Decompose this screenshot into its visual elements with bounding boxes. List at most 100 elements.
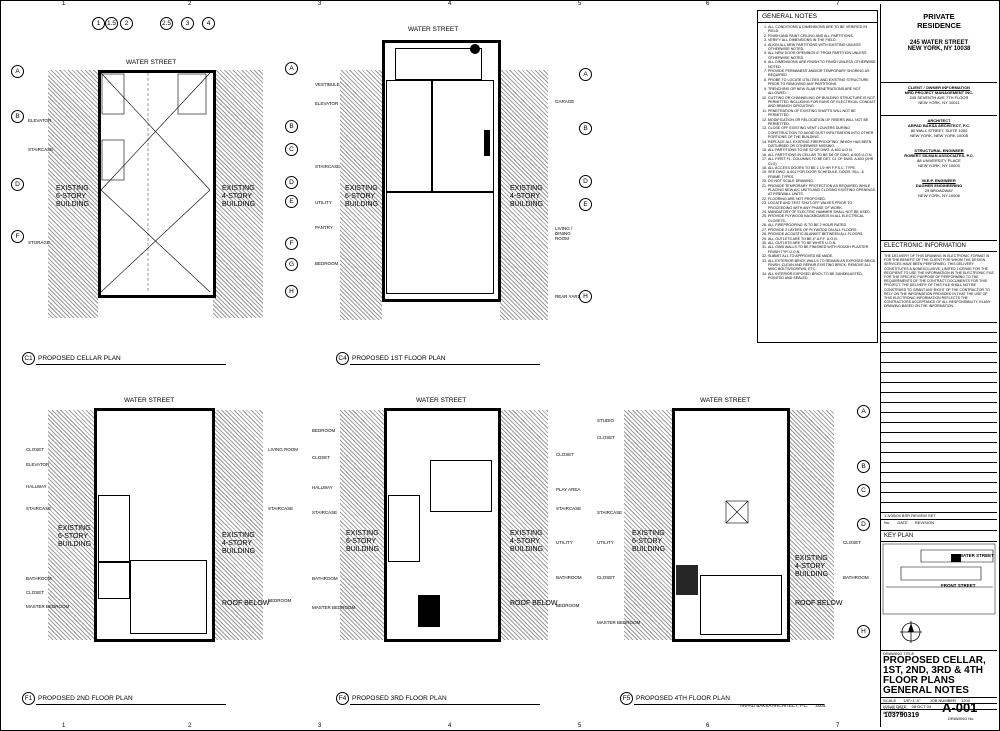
plan-tag-bubble: F4 <box>336 692 349 705</box>
row-grid-bubble: B <box>857 460 870 473</box>
room-label: PLAY AREA <box>556 487 581 492</box>
general-note-item: ALL ACCESS DOORS TO BE 1 1/2 HR F.P.S.C.… <box>768 166 877 170</box>
revision-date-label: DATE <box>897 520 908 525</box>
general-note-item: MANDATORY OF ELECTRIC HAMMER SHALL NOT B… <box>768 210 877 214</box>
general-notes-panel: GENERAL NOTES ALL CONDITIONS & DIMENSION… <box>757 10 878 343</box>
owner-name: MRD PROJECT MANAGEMENT INC. <box>904 90 974 95</box>
key-plan-street: WATER STREET <box>959 553 994 558</box>
revision-table-footer: 1 3/30/04 BSR REVIEW SET No. DATE REVISI… <box>881 512 997 527</box>
grid-number: 5 <box>578 723 582 729</box>
stair-core <box>98 495 130 562</box>
revision-entry: 1 3/30/04 BSR REVIEW SET <box>884 513 936 518</box>
room-label: BATHROOM <box>312 576 338 581</box>
room-label: LIVING ROOM <box>268 447 299 452</box>
row-grid-bubble: F <box>285 237 298 250</box>
key-plan-block: KEY PLAN WATER STREET FRONT STREET <box>881 530 997 651</box>
plan-title-text: PROPOSED 3RD FLOOR PLAN <box>352 695 447 702</box>
revision-no-label: No. <box>884 520 891 525</box>
room-label: HALLWAY <box>26 484 47 489</box>
row-grid-bubble: E <box>579 198 592 211</box>
mep-address: 29 BROADWAY <box>924 188 954 193</box>
firm-stamp-year: 2004 <box>815 703 826 708</box>
existing-building-label: EXISTING 4-STORY BUILDING <box>510 185 544 208</box>
street-label: WATER STREET <box>124 397 175 404</box>
row-grid-bubble: A <box>11 65 24 78</box>
title-block: PRIVATE RESIDENCE 245 WATER STREET NEW Y… <box>880 4 997 727</box>
room-label: ELEVATOR <box>315 101 339 106</box>
room-label: STAIRCASE <box>597 510 623 515</box>
plan-tag-bubble: F5 <box>620 692 633 705</box>
electronic-info-heading: ELECTRONIC INFORMATION <box>881 241 997 252</box>
general-notes-heading: GENERAL NOTES <box>758 11 877 23</box>
drawing-title-label: DRAWING TITLE <box>883 651 915 656</box>
row-grid-bubble: H <box>579 290 592 303</box>
key-plan-map <box>882 543 996 643</box>
mep-address: NEW YORK, NY 10006 <box>918 193 960 198</box>
general-note-item: SEE DWG. A-601 FOR DOOR SCHEDULE, DOOR, … <box>768 170 877 179</box>
existing-building-label: EXISTING 6-STORY BUILDING <box>56 185 90 208</box>
structural-name: ROBERT SILMAN ASSOCIATES, P.C. <box>904 153 974 158</box>
skylight-mark <box>725 500 749 524</box>
row-grid-bubble: F <box>11 230 24 243</box>
project-address-1: 245 WATER STREET <box>909 40 969 46</box>
consultants-block: CLIENT / OWNER INFORMATION MRD PROJECT M… <box>881 82 997 243</box>
stair-core <box>388 495 420 562</box>
mep-name: DAGHER ENGINEERING <box>915 183 963 188</box>
stair-core <box>676 565 698 595</box>
room-label: STUDIO <box>597 418 615 423</box>
room-label: CLOSET <box>26 590 45 595</box>
bedroom <box>430 460 492 512</box>
existing-building-hatch <box>340 410 384 640</box>
general-note-item: ALL PARTITIONS TO BE S2 OF DWG. A-603 U.… <box>768 148 877 152</box>
room-label: MASTER BEDROOM <box>597 620 641 625</box>
general-note-item: SUBMIT ALL TO APPROVED BE MADE. <box>768 254 877 258</box>
row-grid-bubble: D <box>857 518 870 531</box>
row-grid-bubble: C <box>285 143 298 156</box>
column-grid-bubble: 1.5 <box>105 17 118 30</box>
owner-label: CLIENT / OWNER INFORMATION <box>907 85 971 90</box>
row-grid-bubble: B <box>579 122 592 135</box>
general-notes-list: ALL CONDITIONS & DIMENSIONS ARE TO BE VE… <box>758 25 877 281</box>
general-note-item: ALL CONDITIONS & DIMENSIONS ARE TO BE VE… <box>768 25 877 34</box>
scale-value: 1/8"=1'-0" <box>903 698 921 703</box>
fourth-floor-outline <box>672 408 790 642</box>
room-label: GARAGE <box>555 99 575 104</box>
room-label: STORAGE <box>28 240 50 245</box>
drawing-number-label: DRAWING No. <box>948 716 975 721</box>
plan-title-text: PROPOSED CELLAR PLAN <box>38 355 121 362</box>
room-label: UTILITY <box>556 540 573 545</box>
street-label: WATER STREET <box>126 59 177 66</box>
row-grid-bubble: H <box>285 285 298 298</box>
grid-number: 3 <box>318 1 322 7</box>
column-dot <box>470 44 480 54</box>
general-note-item: VERIFY ALL DIMENSIONS IN THE FIELD. <box>768 38 877 42</box>
structural-label: STRUCTURAL ENGINEER <box>914 148 964 153</box>
fireplace <box>484 130 490 156</box>
room-label: BATHROOM <box>843 575 869 580</box>
existing-building-label: EXISTING 4-STORY BUILDING <box>510 530 544 553</box>
row-grid-bubble: B <box>11 110 24 123</box>
room-label: VESTIBULE <box>315 82 340 87</box>
general-note-item: ALL INTERIOR EXPOSED BRICK TO BE SANDBLA… <box>768 272 877 281</box>
master-bedroom <box>130 560 207 634</box>
grid-number: 7 <box>836 1 840 7</box>
room-label: BATHROOM <box>556 575 582 580</box>
drawing-title: PROPOSED CELLAR, 1ST, 2ND, 3RD & 4TH FLO… <box>883 655 986 696</box>
cellar-floor-outline <box>98 70 216 298</box>
living-room <box>386 192 494 294</box>
key-plan-heading: KEY PLAN <box>881 531 997 542</box>
approved-label: APPROVED <box>881 709 997 715</box>
dob-number: 103790319 <box>884 712 920 719</box>
architect-label: ARCHITECT <box>881 115 997 123</box>
firm-stamp: ARPAD BAKSA ARCHITECT, P.C. 2004 <box>740 703 825 708</box>
shower-area <box>418 595 440 627</box>
room-label: ELEVATOR <box>28 118 52 123</box>
general-note-item: ALL GWB WALLS TO BE FINISHED WITH ROUGH … <box>768 245 877 254</box>
room-label: CLOSET <box>843 540 862 545</box>
street-label: WATER STREET <box>408 26 459 33</box>
general-note-item: ALL PARTITIONS IN CELLAR TO BE D6 OF DWG… <box>768 153 877 157</box>
room-label: BEDROOM <box>268 598 292 603</box>
room-label: CLOSET <box>26 447 45 452</box>
room-label: LIVING / DINING ROOM <box>555 226 573 241</box>
first-floor-core <box>386 80 432 192</box>
